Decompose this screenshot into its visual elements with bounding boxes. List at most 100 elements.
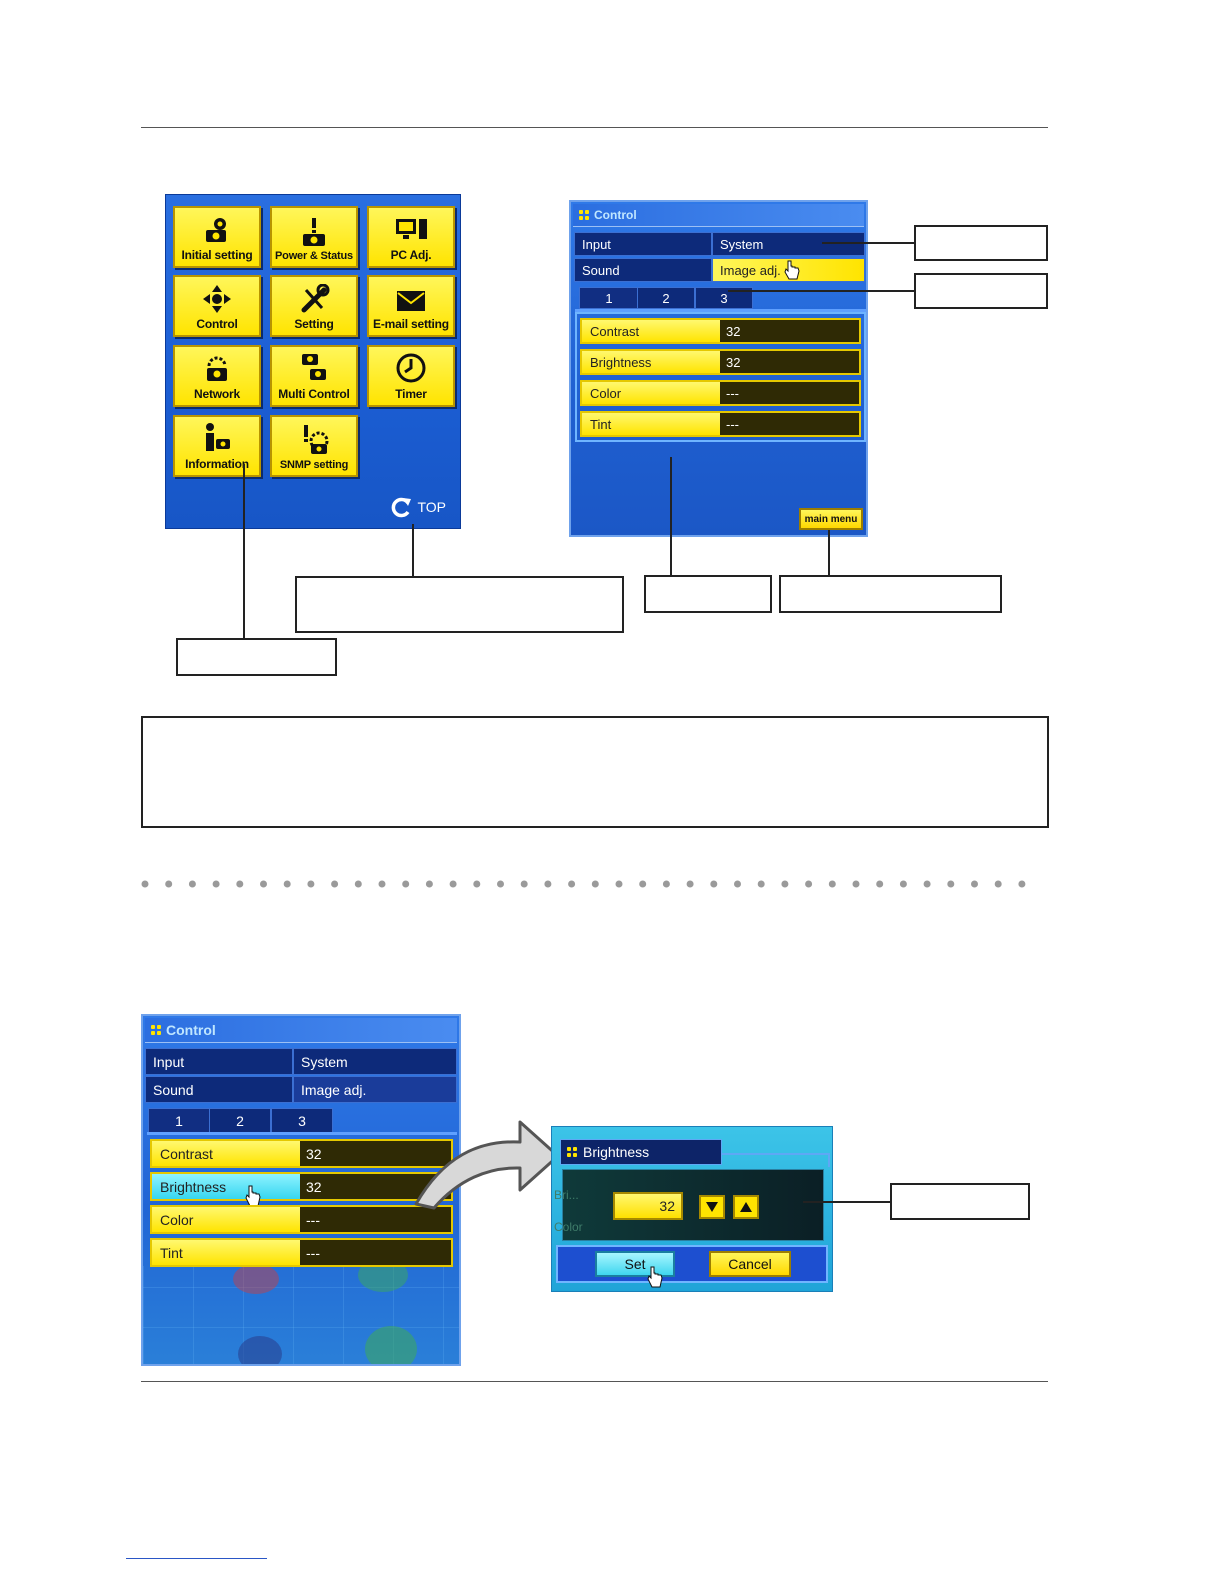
tile-pc-adj[interactable]: PC Adj.	[367, 206, 455, 268]
leader-line	[822, 242, 914, 244]
tab-input[interactable]: Input	[145, 1048, 293, 1075]
cancel-button[interactable]: Cancel	[709, 1251, 791, 1277]
tile-label: Timer	[395, 387, 427, 401]
subtab-2[interactable]: 2	[637, 287, 695, 309]
tile-control[interactable]: Control	[173, 275, 261, 337]
callout-box-top	[295, 576, 624, 633]
tile-email-setting[interactable]: E-mail setting	[367, 275, 455, 337]
power-status-icon	[303, 218, 325, 246]
tile-label: Information	[185, 457, 249, 471]
note-box	[141, 716, 1049, 828]
panel-title: Control	[594, 208, 637, 222]
snmp-icon	[304, 425, 329, 454]
dots-icon	[567, 1147, 577, 1157]
panel-title-bar: Control	[573, 204, 864, 227]
refresh-arrow-icon	[392, 497, 412, 518]
tab-underline	[575, 309, 866, 312]
subtab-2[interactable]: 2	[209, 1108, 271, 1133]
tab-system[interactable]: System	[293, 1048, 457, 1075]
top-label: TOP	[417, 499, 446, 515]
top-rule	[141, 127, 1048, 128]
ghost-label: Bri...	[554, 1188, 579, 1202]
tile-network[interactable]: Network	[173, 345, 261, 407]
tile-snmp-setting[interactable]: SNMP setting	[270, 415, 358, 477]
row-value: 32	[720, 320, 859, 342]
row-label: Brightness	[152, 1174, 300, 1199]
hand-cursor-icon	[647, 1266, 663, 1288]
dialog-title-bar: Brightness	[560, 1139, 722, 1165]
row-value: ---	[300, 1240, 451, 1265]
tab-underline	[147, 1132, 457, 1135]
tile-label: Multi Control	[278, 387, 350, 401]
hand-cursor-icon	[245, 1185, 261, 1207]
tab-image-adj[interactable]: Image adj.	[293, 1076, 457, 1103]
row-contrast[interactable]: Contrast 32	[150, 1139, 453, 1168]
tile-setting[interactable]: Setting	[270, 275, 358, 337]
triangle-up-icon	[740, 1202, 752, 1212]
info-icon	[206, 423, 230, 451]
row-tint[interactable]: Tint ---	[580, 411, 861, 437]
set-button[interactable]: Set	[595, 1251, 675, 1277]
multi-projector-icon	[302, 354, 326, 380]
tab-sound[interactable]: Sound	[574, 258, 712, 282]
callout-box-setting-area	[644, 575, 772, 613]
callout-box-main-menu	[779, 575, 1002, 613]
decrease-button[interactable]	[699, 1195, 725, 1219]
tile-label: Power & Status	[275, 250, 353, 262]
brightness-value-field[interactable]: 32	[613, 1192, 683, 1220]
tile-power-status[interactable]: Power & Status	[270, 206, 358, 268]
background-decoration	[143, 1258, 459, 1364]
increase-button[interactable]	[733, 1195, 759, 1219]
envelope-icon	[397, 291, 425, 311]
curved-arrow-icon	[414, 1120, 560, 1210]
tile-label: SNMP setting	[279, 459, 349, 471]
tab-sound[interactable]: Sound	[145, 1076, 293, 1103]
row-color[interactable]: Color ---	[580, 380, 861, 406]
callout-box-subtab	[914, 273, 1048, 309]
clock-icon	[396, 353, 426, 383]
tile-label: Network	[194, 387, 240, 401]
subtab-1[interactable]: 1	[579, 287, 639, 309]
bottom-rule	[141, 1381, 1048, 1382]
tab-system[interactable]: System	[712, 232, 865, 256]
row-label: Color	[582, 382, 720, 404]
brightness-dialog: Brightness Bri... Color 32 Set Cancel	[551, 1126, 833, 1292]
tile-label: Initial setting	[181, 248, 253, 262]
tile-initial-setting[interactable]: Initial setting	[173, 206, 261, 268]
leader-line	[803, 1201, 891, 1203]
ghost-label: Color	[554, 1220, 583, 1234]
dotted-separator	[141, 880, 1049, 888]
tile-information[interactable]: Information	[173, 415, 261, 477]
dialog-title: Brightness	[583, 1144, 650, 1160]
row-value: 32	[720, 351, 859, 373]
subtab-3[interactable]: 3	[695, 287, 753, 309]
row-tint[interactable]: Tint ---	[150, 1238, 453, 1267]
row-brightness[interactable]: Brightness 32	[580, 349, 861, 375]
tab-input[interactable]: Input	[574, 232, 712, 256]
callout-box-menu-tile	[176, 638, 337, 676]
tab-image-adj[interactable]: Image adj.	[712, 258, 865, 282]
control-panel-bottom: Control Input System Sound Image adj. 1 …	[141, 1014, 461, 1366]
top-link[interactable]: TOP	[391, 496, 446, 518]
leader-line	[412, 524, 414, 576]
subtab-1[interactable]: 1	[148, 1108, 210, 1133]
row-value: ---	[300, 1207, 451, 1232]
row-color[interactable]: Color ---	[150, 1205, 453, 1234]
row-contrast[interactable]: Contrast 32	[580, 318, 861, 344]
row-label: Contrast	[582, 320, 720, 342]
tile-multi-control[interactable]: Multi Control	[270, 345, 358, 407]
hand-cursor-icon	[784, 260, 800, 280]
network-lock-icon	[207, 356, 227, 381]
tile-label: PC Adj.	[390, 248, 432, 262]
monitor-icon	[396, 219, 427, 239]
dots-icon	[151, 1025, 161, 1035]
leader-line	[670, 457, 672, 575]
row-brightness[interactable]: Brightness 32	[150, 1172, 453, 1201]
row-label: Color	[152, 1207, 300, 1232]
dots-icon	[579, 210, 589, 220]
tile-label: Setting	[294, 317, 334, 331]
main-menu-button[interactable]: main menu	[799, 508, 863, 530]
tile-label: Control	[196, 317, 238, 331]
subtab-3[interactable]: 3	[271, 1108, 333, 1133]
tile-timer[interactable]: Timer	[367, 345, 455, 407]
